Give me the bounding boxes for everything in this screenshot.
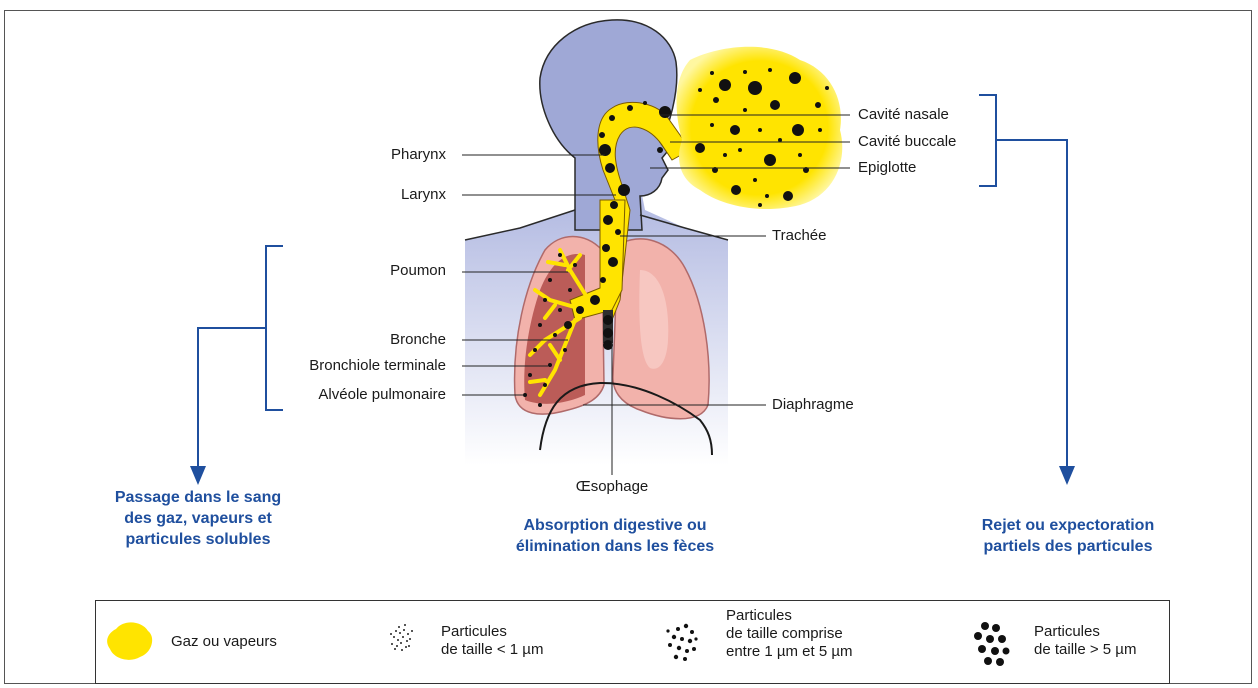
label-diaphragme: Diaphragme bbox=[772, 396, 854, 414]
label-larynx: Larynx bbox=[401, 186, 446, 204]
legend-medium-text: Particules de taille comprise entre 1 µm… bbox=[726, 607, 853, 661]
label-cavite-nasale: Cavité nasale bbox=[858, 106, 949, 124]
legend-box: Gaz ou vapeurs Particules de taille < 1 … bbox=[95, 600, 1170, 684]
label-cavite-buccale: Cavité buccale bbox=[858, 133, 956, 151]
label-bronche: Bronche bbox=[390, 331, 446, 349]
outcome-digestive: Absorption digestive ou élimination dans… bbox=[490, 515, 740, 557]
legend-fine-text: Particules de taille < 1 µm bbox=[441, 623, 543, 659]
gas-cloud bbox=[677, 47, 843, 209]
label-poumon: Poumon bbox=[390, 262, 446, 280]
right-bracket-arrow bbox=[979, 95, 1067, 468]
medium-particles-icon bbox=[666, 624, 697, 661]
label-oesophage: Œsophage bbox=[560, 478, 664, 496]
left-arrow-head bbox=[190, 466, 206, 485]
large-particles-icon bbox=[974, 622, 1010, 666]
legend-gas-text: Gaz ou vapeurs bbox=[171, 633, 277, 651]
label-epiglotte: Epiglotte bbox=[858, 159, 916, 177]
right-arrow-head bbox=[1059, 466, 1075, 485]
outcome-blood-passage: Passage dans le sang des gaz, vapeurs et… bbox=[88, 487, 308, 550]
legend-large-text: Particules de taille > 5 µm bbox=[1034, 623, 1136, 659]
gas-blob-icon bbox=[107, 622, 152, 659]
esophagus-tube bbox=[603, 310, 613, 343]
left-bracket-arrow bbox=[198, 246, 283, 468]
outcome-expectoration: Rejet ou expectoration partiels des part… bbox=[948, 515, 1188, 557]
label-alveole: Alvéole pulmonaire bbox=[318, 386, 446, 404]
label-trachee: Trachée bbox=[772, 227, 826, 245]
fine-particles-icon bbox=[390, 624, 413, 651]
label-pharynx: Pharynx bbox=[391, 146, 446, 164]
label-bronchiole: Bronchiole terminale bbox=[309, 357, 446, 375]
